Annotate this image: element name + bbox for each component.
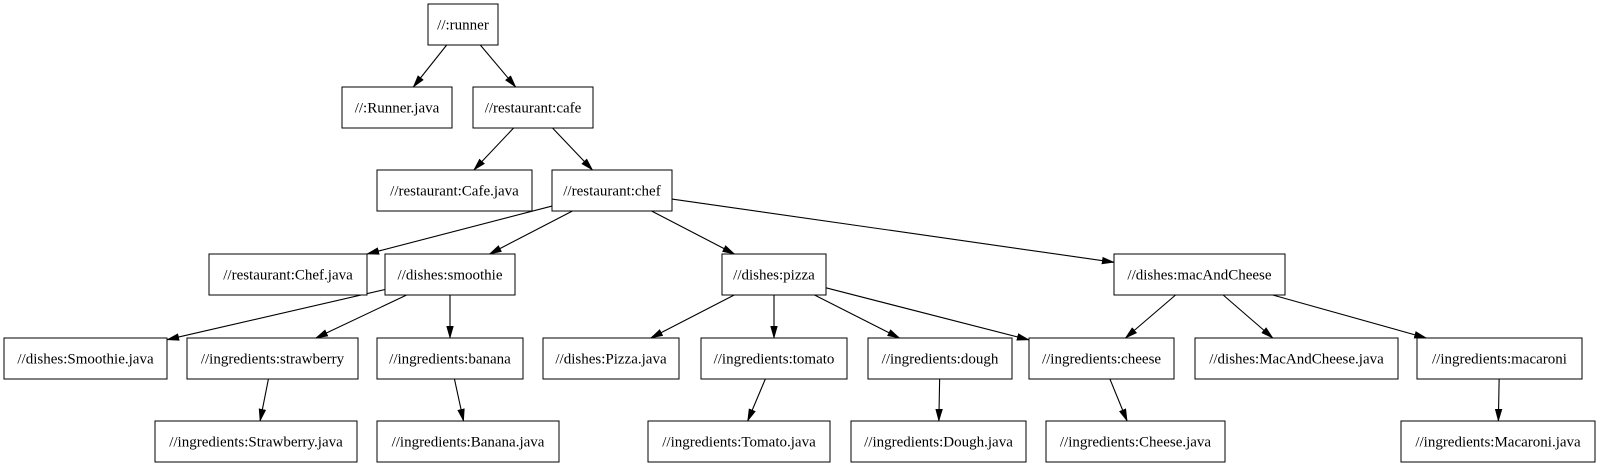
node-box-smoothie_java <box>3 337 168 380</box>
graph-node-mac_and_cheese_java: //dishes:MacAndCheese.java <box>1194 337 1399 380</box>
node-box-smoothie <box>384 253 516 296</box>
node-label-dough: //ingredients:dough <box>882 352 999 368</box>
graph-node-tomato: //ingredients:tomato <box>700 337 848 380</box>
edge-mac_and_cheese-to-mac_and_cheese_java <box>1222 294 1274 339</box>
graph-node-cafe: //restaurant:cafe <box>472 86 594 129</box>
node-box-macaroni <box>1416 337 1583 380</box>
node-label-mac_and_cheese_java: //dishes:MacAndCheese.java <box>1209 352 1384 368</box>
node-label-strawberry: //ingredients:strawberry <box>201 352 345 368</box>
node-label-runner_java: //:Runner.java <box>355 101 440 117</box>
edge-chef-to-mac_and_cheese <box>671 198 1116 265</box>
edge-macaroni-to-macaroni_java <box>1494 378 1503 423</box>
graph-node-dough: //ingredients:dough <box>867 337 1013 380</box>
edge-smoothie-to-smoothie_java <box>165 288 386 341</box>
edges-layer <box>165 44 1503 423</box>
node-box-tomato <box>700 337 848 380</box>
node-box-runner_java <box>341 86 453 129</box>
node-box-banana <box>376 337 524 380</box>
graph-node-chef_java: //restaurant:Chef.java <box>208 253 368 296</box>
graph-node-cafe_java: //restaurant:Cafe.java <box>376 169 533 212</box>
graph-node-smoothie: //dishes:smoothie <box>384 253 516 296</box>
graph-node-pizza: //dishes:pizza <box>721 253 827 296</box>
node-label-chef: //restaurant:chef <box>563 184 660 200</box>
node-label-macaroni: //ingredients:macaroni <box>1432 352 1567 368</box>
graph-node-cheese_java: //ingredients:Cheese.java <box>1045 420 1226 463</box>
graph-node-dough_java: //ingredients:Dough.java <box>850 420 1027 463</box>
node-box-strawberry <box>186 337 359 380</box>
graph-node-banana_java: //ingredients:Banana.java <box>376 420 560 463</box>
node-box-mac_and_cheese_java <box>1194 337 1399 380</box>
graph-node-pizza_java: //dishes:Pizza.java <box>542 337 680 380</box>
node-box-cheese <box>1028 337 1175 380</box>
edge-pizza-to-pizza_java <box>649 294 735 339</box>
node-label-mac_and_cheese: //dishes:macAndCheese <box>1127 268 1271 284</box>
node-label-tomato_java: //ingredients:Tomato.java <box>662 435 816 451</box>
graph-node-chef: //restaurant:chef <box>551 169 673 212</box>
node-box-runner <box>427 3 499 46</box>
node-label-strawberry_java: //ingredients:Strawberry.java <box>169 435 343 451</box>
node-label-pizza: //dishes:pizza <box>733 268 815 284</box>
graph-node-strawberry_java: //ingredients:Strawberry.java <box>154 420 358 463</box>
node-label-smoothie: //dishes:smoothie <box>398 268 503 284</box>
node-label-banana: //ingredients:banana <box>389 352 511 368</box>
graph-node-mac_and_cheese: //dishes:macAndCheese <box>1113 253 1286 296</box>
node-label-cafe: //restaurant:cafe <box>485 101 582 117</box>
graph-node-strawberry: //ingredients:strawberry <box>186 337 359 380</box>
edge-chef-to-pizza <box>651 210 736 255</box>
graph-node-macaroni_java: //ingredients:Macaroni.java <box>1400 420 1596 463</box>
node-box-pizza_java <box>542 337 680 380</box>
graph-node-cheese: //ingredients:cheese <box>1028 337 1175 380</box>
node-label-tomato: //ingredients:tomato <box>714 352 835 368</box>
node-box-pizza <box>721 253 827 296</box>
node-label-dough_java: //ingredients:Dough.java <box>864 435 1013 451</box>
node-label-cheese_java: //ingredients:Cheese.java <box>1060 435 1212 451</box>
node-box-dough_java <box>850 420 1027 463</box>
edge-cheese-to-cheese_java <box>1109 378 1128 423</box>
edge-mac_and_cheese-to-cheese <box>1124 294 1176 339</box>
node-box-cafe <box>472 86 594 129</box>
edge-runner-to-runner_java <box>412 44 448 88</box>
graph-node-banana: //ingredients:banana <box>376 337 524 380</box>
edge-chef-to-chef_java <box>365 205 553 255</box>
node-box-banana_java <box>376 420 560 463</box>
edge-cafe-to-chef <box>552 127 594 171</box>
node-label-cafe_java: //restaurant:Cafe.java <box>390 184 519 200</box>
node-label-cheese: //ingredients:cheese <box>1042 352 1161 368</box>
edge-mac_and_cheese-to-macaroni <box>1272 294 1428 339</box>
edge-banana-to-banana_java <box>453 378 465 423</box>
node-label-smoothie_java: //dishes:Smoothie.java <box>17 352 154 368</box>
node-box-mac_and_cheese <box>1113 253 1286 296</box>
node-label-banana_java: //ingredients:Banana.java <box>392 435 545 451</box>
graph-node-runner: //:runner <box>427 3 499 46</box>
edge-tomato-to-tomato_java <box>747 378 766 423</box>
node-box-tomato_java <box>647 420 831 463</box>
edge-dough-to-dough_java <box>935 378 943 423</box>
graph-node-macaroni: //ingredients:macaroni <box>1416 337 1583 380</box>
nodes-layer: //:runner //:Runner.java //restaurant:cafe… <box>3 3 1596 463</box>
edge-chef-to-smoothie <box>488 210 573 255</box>
edge-smoothie-to-strawberry <box>314 294 407 339</box>
edge-strawberry-to-strawberry_java <box>258 378 269 423</box>
node-box-macaroni_java <box>1400 420 1596 463</box>
edge-pizza-to-cheese <box>825 287 1031 341</box>
node-label-macaroni_java: //ingredients:Macaroni.java <box>1415 435 1581 451</box>
graph-node-tomato_java: //ingredients:Tomato.java <box>647 420 831 463</box>
node-box-strawberry_java <box>154 420 358 463</box>
node-box-chef_java <box>208 253 368 296</box>
node-label-pizza_java: //dishes:Pizza.java <box>555 352 667 368</box>
node-label-chef_java: //restaurant:Chef.java <box>223 268 353 284</box>
edge-pizza-to-dough <box>814 294 901 339</box>
node-box-chef <box>551 169 673 212</box>
graph-node-smoothie_java: //dishes:Smoothie.java <box>3 337 168 380</box>
node-box-dough <box>867 337 1013 380</box>
node-box-cheese_java <box>1045 420 1226 463</box>
node-label-runner: //:runner <box>437 18 489 34</box>
graph-node-runner_java: //:Runner.java <box>341 86 453 129</box>
node-box-cafe_java <box>376 169 533 212</box>
edge-runner-to-cafe <box>479 44 517 88</box>
edge-cafe-to-cafe_java <box>473 127 515 171</box>
